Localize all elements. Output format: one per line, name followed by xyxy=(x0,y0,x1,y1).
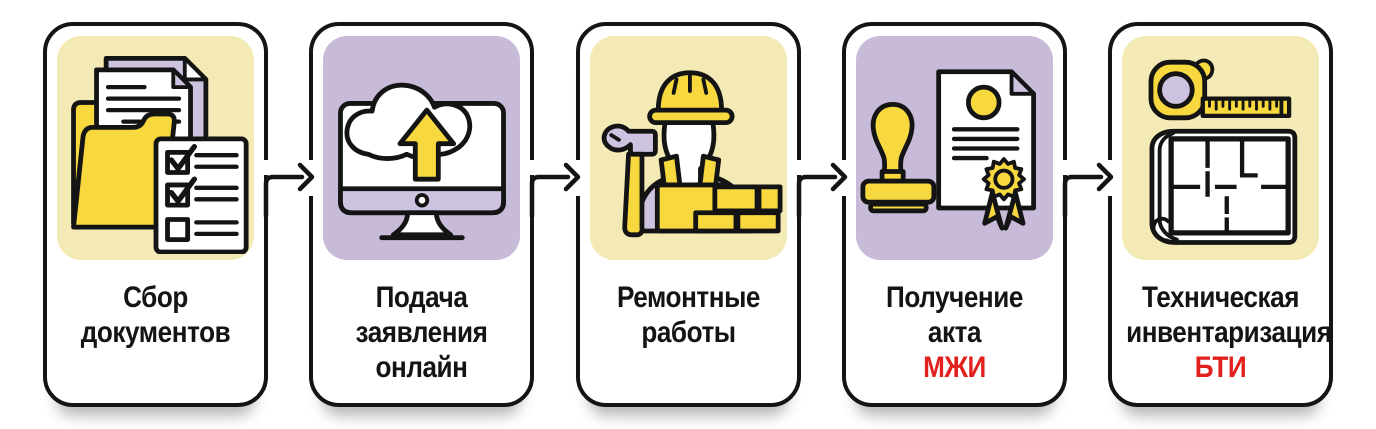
step-icon-area xyxy=(589,36,787,260)
stamp-certificate-icon xyxy=(860,68,1037,231)
arrow-right-icon xyxy=(793,160,849,219)
arrow-connector xyxy=(793,22,849,407)
arrow-connector xyxy=(261,22,316,407)
step-title-line: онлайн xyxy=(375,351,468,384)
step-icon-area xyxy=(855,36,1053,260)
folder-documents-icon xyxy=(70,55,249,254)
arrow-connector xyxy=(1059,22,1115,407)
step-title-line: акта xyxy=(927,316,982,349)
cloud-upload-monitor-icon xyxy=(337,82,506,240)
step-title-line: инвентаризация xyxy=(1126,316,1332,349)
construction-worker-icon xyxy=(601,69,783,237)
arrow-right-icon xyxy=(527,160,583,219)
arrow-connector xyxy=(527,22,583,407)
arrow-right-icon xyxy=(1059,160,1115,219)
step-accent-line: БТИ xyxy=(1194,351,1247,384)
step-icon-area xyxy=(1122,36,1319,260)
step-title-line: заявления xyxy=(355,316,488,349)
step-title-line: Сбор xyxy=(123,281,188,314)
tape-measure-floorplan-icon xyxy=(1148,58,1297,245)
step-accent-line: МЖИ xyxy=(922,351,986,384)
step-title-line: работы xyxy=(640,316,736,349)
step-title-line: Ремонтные xyxy=(616,281,760,314)
step-icon-area xyxy=(57,36,254,260)
step-icon-area xyxy=(323,36,521,260)
step-title-line: Подача xyxy=(375,281,468,314)
step-title-line: документов xyxy=(80,316,231,349)
step-title-line: Техническая xyxy=(1141,281,1300,314)
arrow-right-icon xyxy=(261,160,316,219)
step-title-line: Получение xyxy=(885,281,1023,314)
